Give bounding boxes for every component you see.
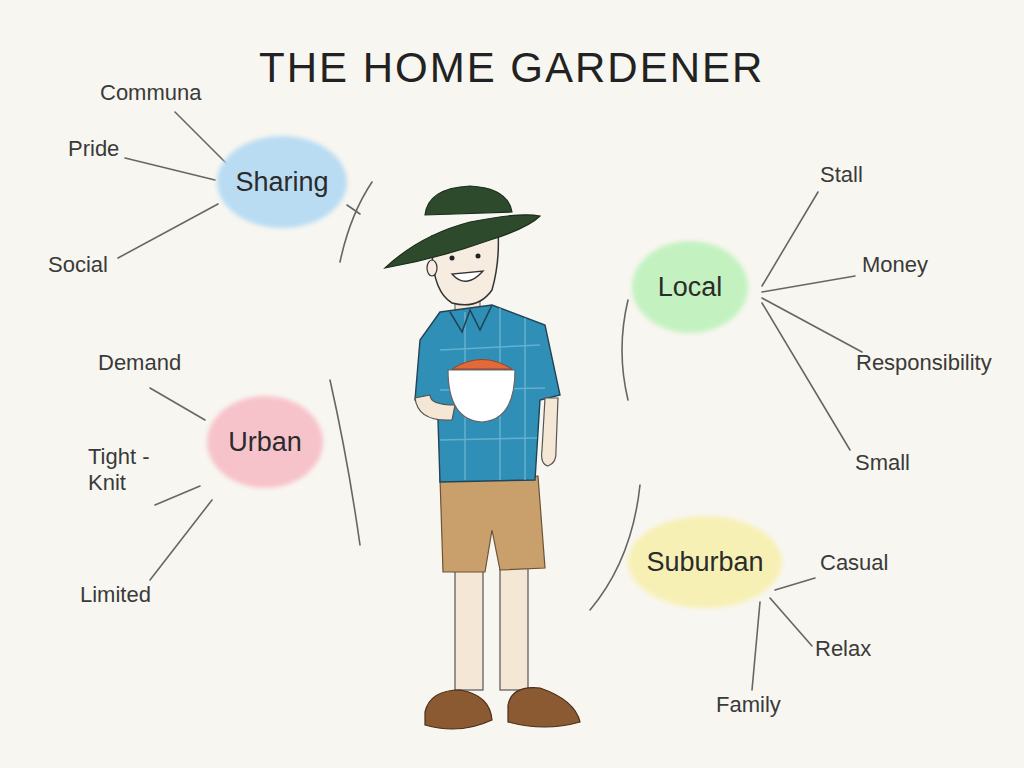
branch-word: Family [716,692,781,718]
topic-label: Urban [228,427,302,458]
branch-word: Pride [68,136,119,162]
branch-word: Responsibility [856,350,992,376]
branch-word: Demand [98,350,181,376]
topic-label: Sharing [235,167,328,198]
branch-word: Tight -Knit [88,444,158,497]
blob-fill [207,396,323,488]
blob-fill [217,136,347,228]
blob-text: Urban [228,427,302,458]
branch-word: Relax [815,636,871,662]
topic-blob: Suburban [624,512,786,612]
blob-fill [628,516,782,608]
blob-text: Sharing [235,167,328,198]
branch-word: Small [855,450,910,476]
blob-text: Local [658,272,723,303]
blob-text: Suburban [646,547,763,578]
branch-word: Stall [820,162,863,188]
topic-blob: Urban [203,392,327,492]
branch-word: Social [48,252,108,278]
branch-word: Communa [100,80,201,106]
topic-blob: Sharing [213,132,351,232]
topic-label: Local [658,272,723,303]
branch-word: Limited [80,582,151,608]
topic-blob: Local [628,237,752,337]
diagram-title: THE HOME GARDENER [259,44,764,92]
blob-fill [632,241,748,333]
topic-label: Suburban [646,547,763,578]
branch-word: Money [862,252,928,278]
branch-word: Casual [820,550,888,576]
